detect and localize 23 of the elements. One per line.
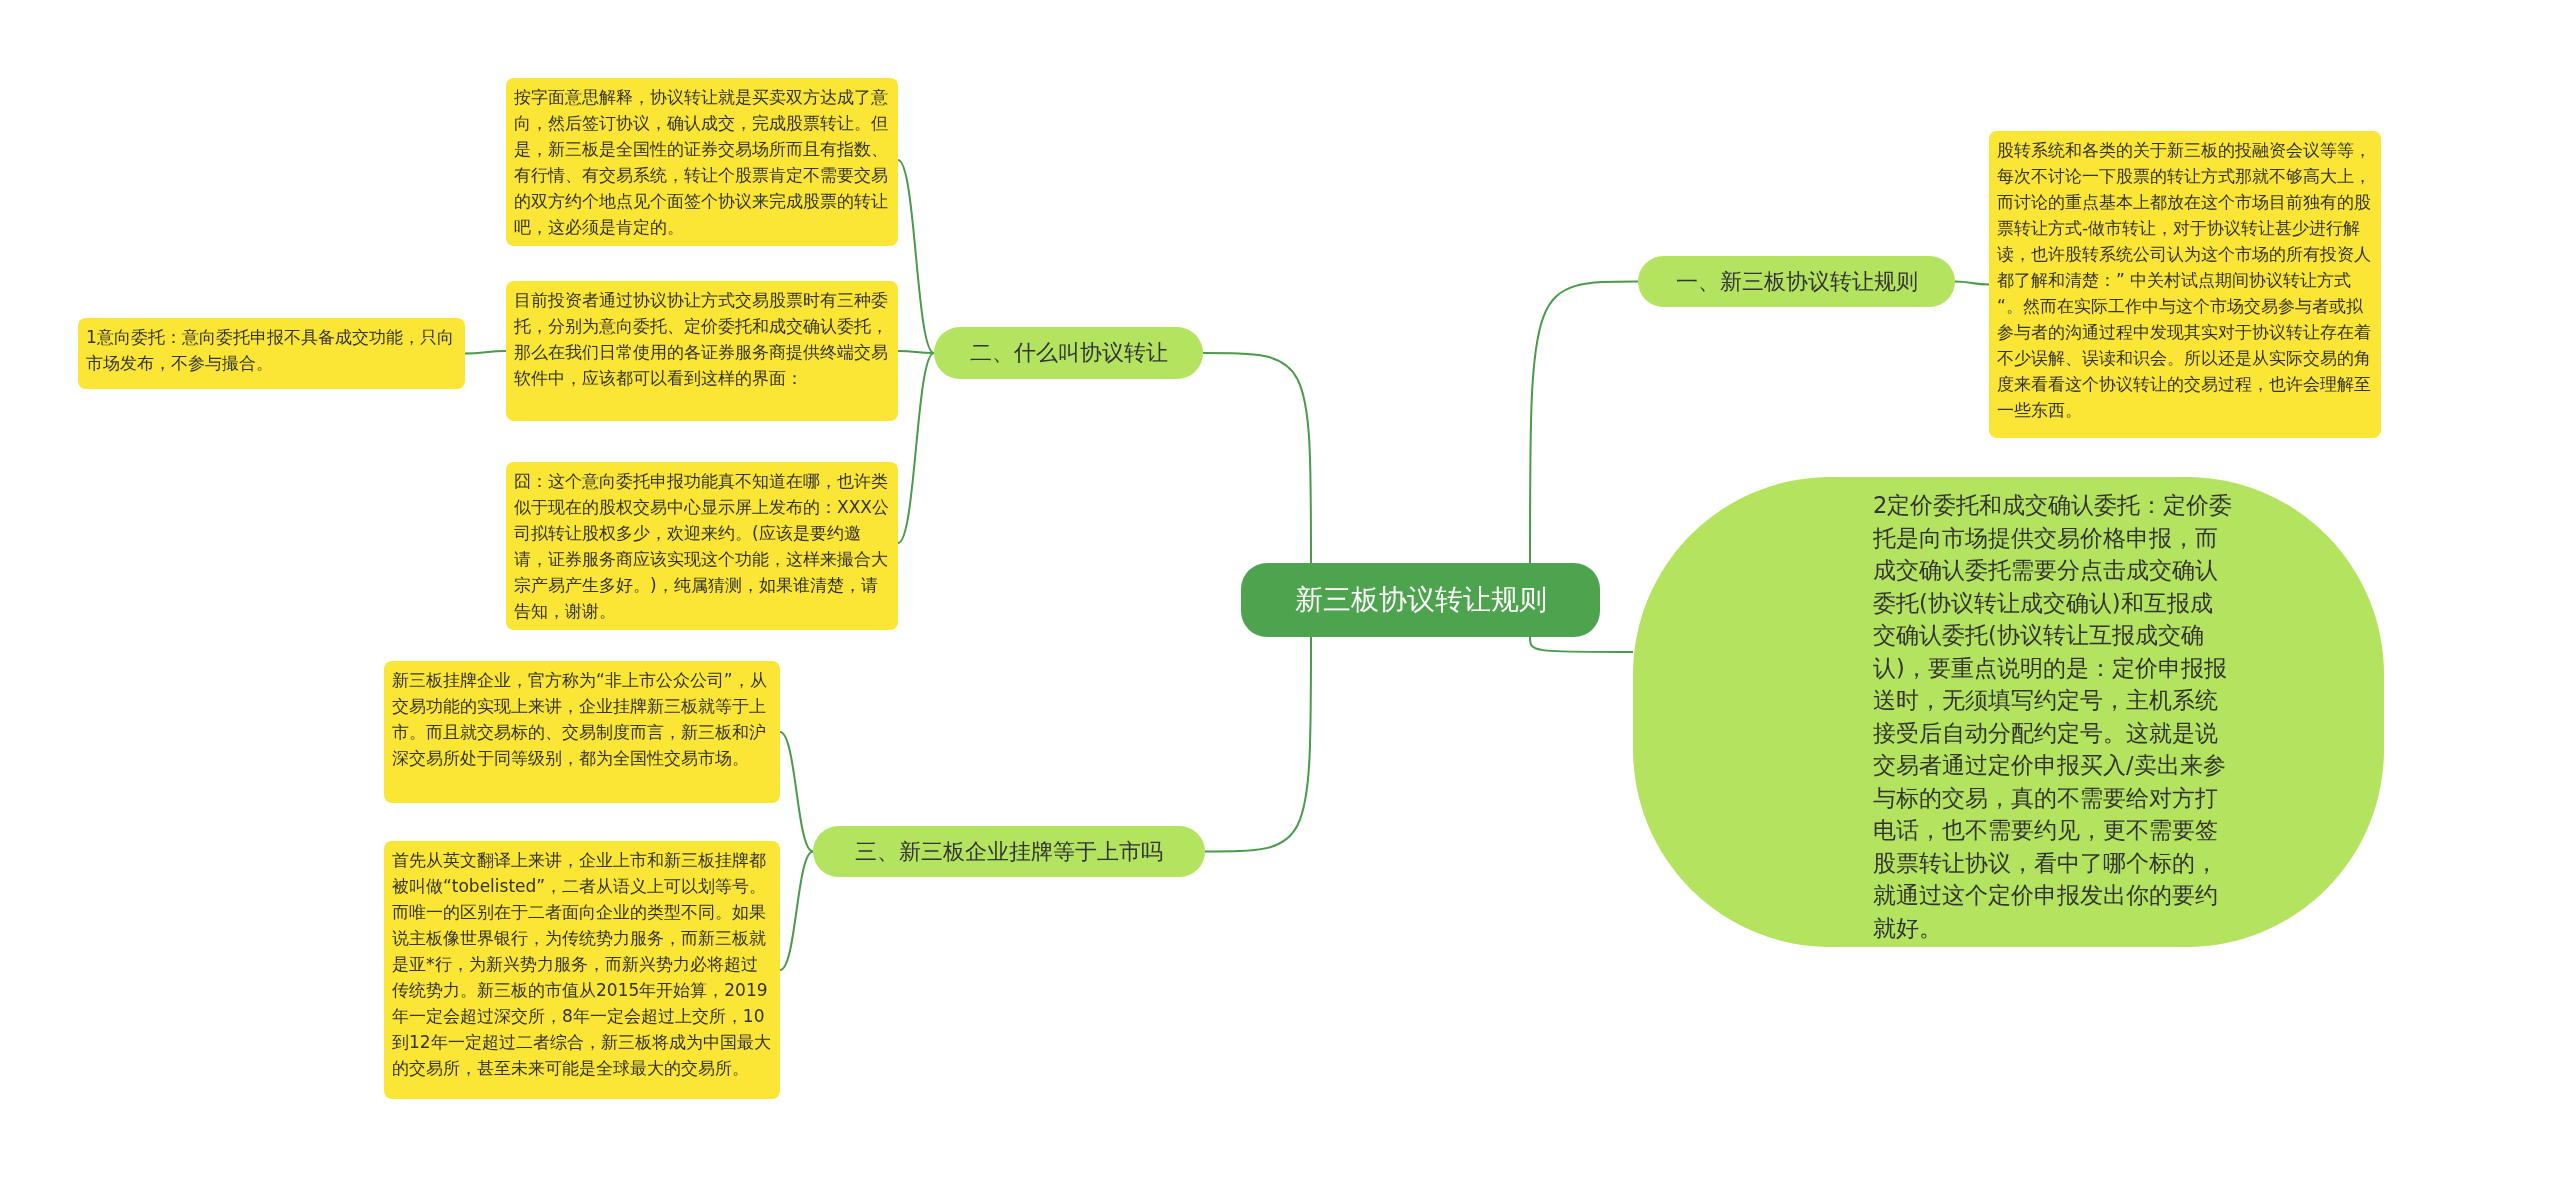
- note-box: 股转系统和各类的关于新三板的投融资会议等等，每次不讨论一下股票的转让方式那就不够高大上，而讨论的重点基本上都放在这个市场目前独有的股票转让方式-做市转让，对于协议转让甚少进行解读，也许股转系统公司认为这个市场的所有投资人都了解和清楚：” 中关村试点期间协议转让方式 “。然而在实际工作中与这个市场交易参与者或拟参与者的沟通过程中发现其实对于协议转让存在着不少误解、误读和识会。所以还是从实际交易的角度来看看这个协议转让的交易过程，也许会理解至一些东西。: [1989, 131, 2381, 438]
- topic-pill: 三、新三板企业挂牌等于上市吗: [813, 826, 1205, 877]
- note-box: 目前投资者通过协议协让方式交易股票时有三种委托，分别为意向委托、定价委托和成交确认委托，那么在我们日常使用的各证券服务商提供终端交易软件中，应该都可以看到这样的界面：: [506, 281, 898, 421]
- connector: [897, 352, 935, 544]
- central-topic: 新三板协议转让规则: [1241, 563, 1600, 637]
- connector: [779, 850, 814, 971]
- connector: [897, 350, 935, 354]
- connector: [779, 731, 814, 853]
- connector: [1954, 280, 1990, 286]
- note-box: 囧：这个意向委托申报功能真不知道在哪，也许类似于现在的股权交易中心显示屏上发布的：XXX公司拟转让股权多少，欢迎来约。(应该是要约邀请，证券服务商应该实现这个功能，这样来撮合大宗产易产生多好。)，纯属猜测，如果谁清楚，请告知，谢谢。: [506, 462, 898, 630]
- note-box: 1意向委托：意向委托申报不具备成交功能，只向市场发布，不参与撮合。: [78, 318, 465, 389]
- connector: [464, 350, 507, 355]
- connector: [1202, 352, 1312, 564]
- note-box: 新三板挂牌企业，官方称为“非上市公众公司”，从交易功能的实现上来讲，企业挂牌新三板就等于上市。而且就交易标的、交易制度而言，新三板和沪深交易所处于同等级别，都为全国性交易市场。: [384, 661, 780, 803]
- connector: [1529, 636, 1634, 653]
- connector: [897, 159, 935, 354]
- topic-pill: 二、什么叫协议转让: [934, 327, 1203, 379]
- connector: [1529, 280, 1639, 564]
- note-box: 按字面意思解释，协议转让就是买卖双方达成了意向，然后签订协议，确认成交，完成股票转让。但是，新三板是全国性的证券交易场所而且有指数、有行情、有交易系统，转让个股票肯定不需要交易的双方约个地点见个面签个协议来完成股票的转让吧，这必须是肯定的。: [506, 78, 898, 246]
- topic-pill: 一、新三板协议转让规则: [1638, 256, 1955, 307]
- oval-note: 2定价委托和成交确认委托：定价委托是向市场提供交易价格申报，而成交确认委托需要分点击成交确认委托(协议转让成交确认)和互报成交确认委托(协议转让互报成交确认)，要重点说明的是：定价申报报送时，无须填写约定号，主机系统接受后自动分配约定号。这就是说交易者通过定价申报买入/卖出来参与标的交易，真的不需要给对方打电话，也不需要约见，更不需要签股票转让协议，看中了哪个标的，就通过这个定价申报发出你的要约就好。: [1633, 477, 2384, 947]
- note-box: 首先从英文翻译上来讲，企业上市和新三板挂牌都被叫做“tobelisted”，二者从语义上可以划等号。而唯一的区别在于二者面向企业的类型不同。如果说主板像世界银行，为传统势力服务，而新三板就是亚*行，为新兴势力服务，而新兴势力必将超过传统势力。新三板的市值从2015年开始算，2019年一定会超过深交所，8年一定会超过上交所，10到12年一定超过二者综合，新三板将成为中国最大的交易所，甚至未来可能是全球最大的交易所。: [384, 841, 780, 1099]
- connector: [1204, 636, 1312, 853]
